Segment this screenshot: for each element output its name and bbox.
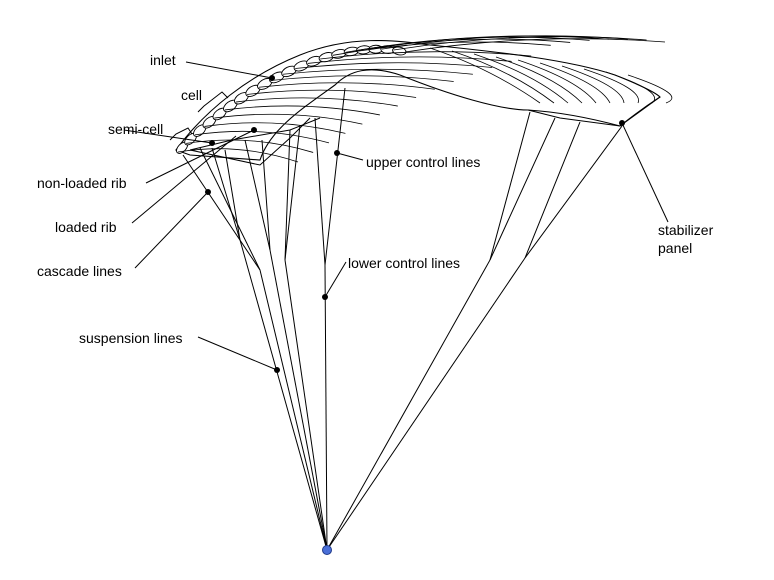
canopy-rib <box>320 51 532 60</box>
canopy-rib <box>247 89 417 98</box>
label-cascade-lines: cascade lines <box>37 263 122 279</box>
canopy-rib <box>517 59 597 104</box>
canopy-rib <box>204 122 346 134</box>
canopy-rib <box>258 82 435 90</box>
label-stabilizer: stabilizer <box>658 222 714 238</box>
canopy-rib <box>307 56 512 64</box>
label-lower-control-lines: lower control lines <box>348 255 460 271</box>
canopy-rib <box>295 62 493 69</box>
canopy-rib <box>282 68 473 75</box>
canopy-rib <box>473 53 569 104</box>
labels: inlet cell semi-cell non-loaded rib load… <box>37 52 714 346</box>
canopy-rib <box>495 56 583 104</box>
canopy-rib <box>561 65 625 104</box>
label-semi-cell: semi-cell <box>108 121 163 137</box>
cell-brackets <box>169 91 229 141</box>
leader-lines <box>123 61 669 373</box>
canopy-rib <box>214 113 363 125</box>
label-inlet: inlet <box>150 52 176 68</box>
canopy-rib <box>627 74 673 104</box>
canopy-rib <box>194 130 330 144</box>
canopy-rib <box>583 68 639 104</box>
canopy-rib <box>451 50 555 104</box>
label-upper-control-lines: upper control lines <box>366 154 480 170</box>
canopy-rib <box>429 47 541 104</box>
canopy-rib <box>332 41 551 56</box>
label-suspension-lines: suspension lines <box>79 330 183 346</box>
label-non-loaded-rib: non-loaded rib <box>37 175 127 191</box>
label-loaded-rib: loaded rib <box>55 219 117 235</box>
canopy-rib <box>270 75 454 82</box>
cascade-lines <box>182 87 623 271</box>
canopy-rib <box>224 105 380 116</box>
label-cell: cell <box>181 87 202 103</box>
label-panel: panel <box>658 240 692 256</box>
pilot-attachment-point <box>322 545 332 555</box>
canopy-rib <box>404 38 666 53</box>
canopy-rib <box>369 35 609 50</box>
canopy-rib <box>539 62 611 104</box>
canopy-rib <box>393 36 647 51</box>
canopy-rib <box>235 97 398 107</box>
suspension-lines <box>239 239 526 551</box>
